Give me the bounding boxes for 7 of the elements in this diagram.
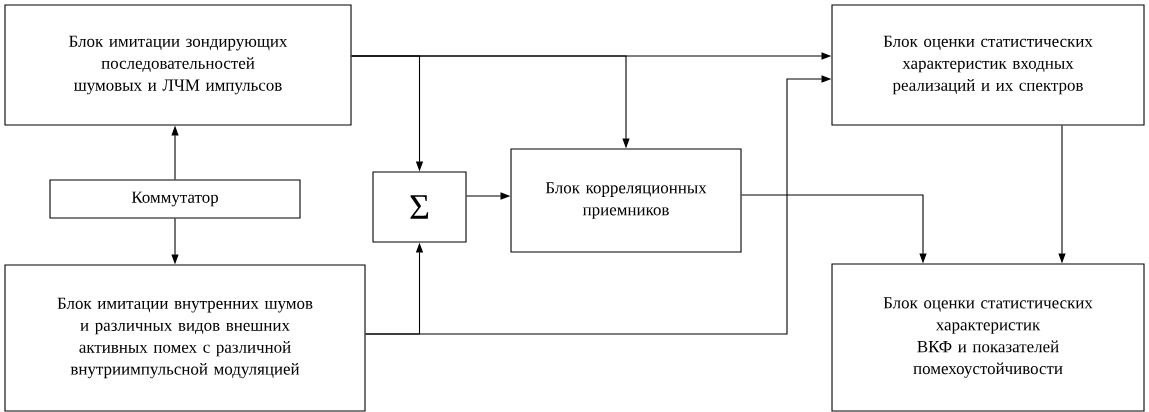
process-box: Блок имитации зондирующих последовательностей шумовых и ЛЧМ импульсов [4,4,352,126]
summator-box: Σ [372,171,467,243]
process-box: Блок имитации внутренних шумов и различных видов внешних активных помех с различной внутриимпульсной модуляцией [4,264,366,412]
process-box: Блок оценки статистических характеристик входных реализаций и их спектров [831,4,1145,126]
process-box: Коммутатор [49,179,301,219]
process-box: Блок корреляционных приемников [510,148,742,253]
process-box: Блок оценки статистических характеристик ВКФ и показателей помехоустойчивости [831,263,1145,412]
